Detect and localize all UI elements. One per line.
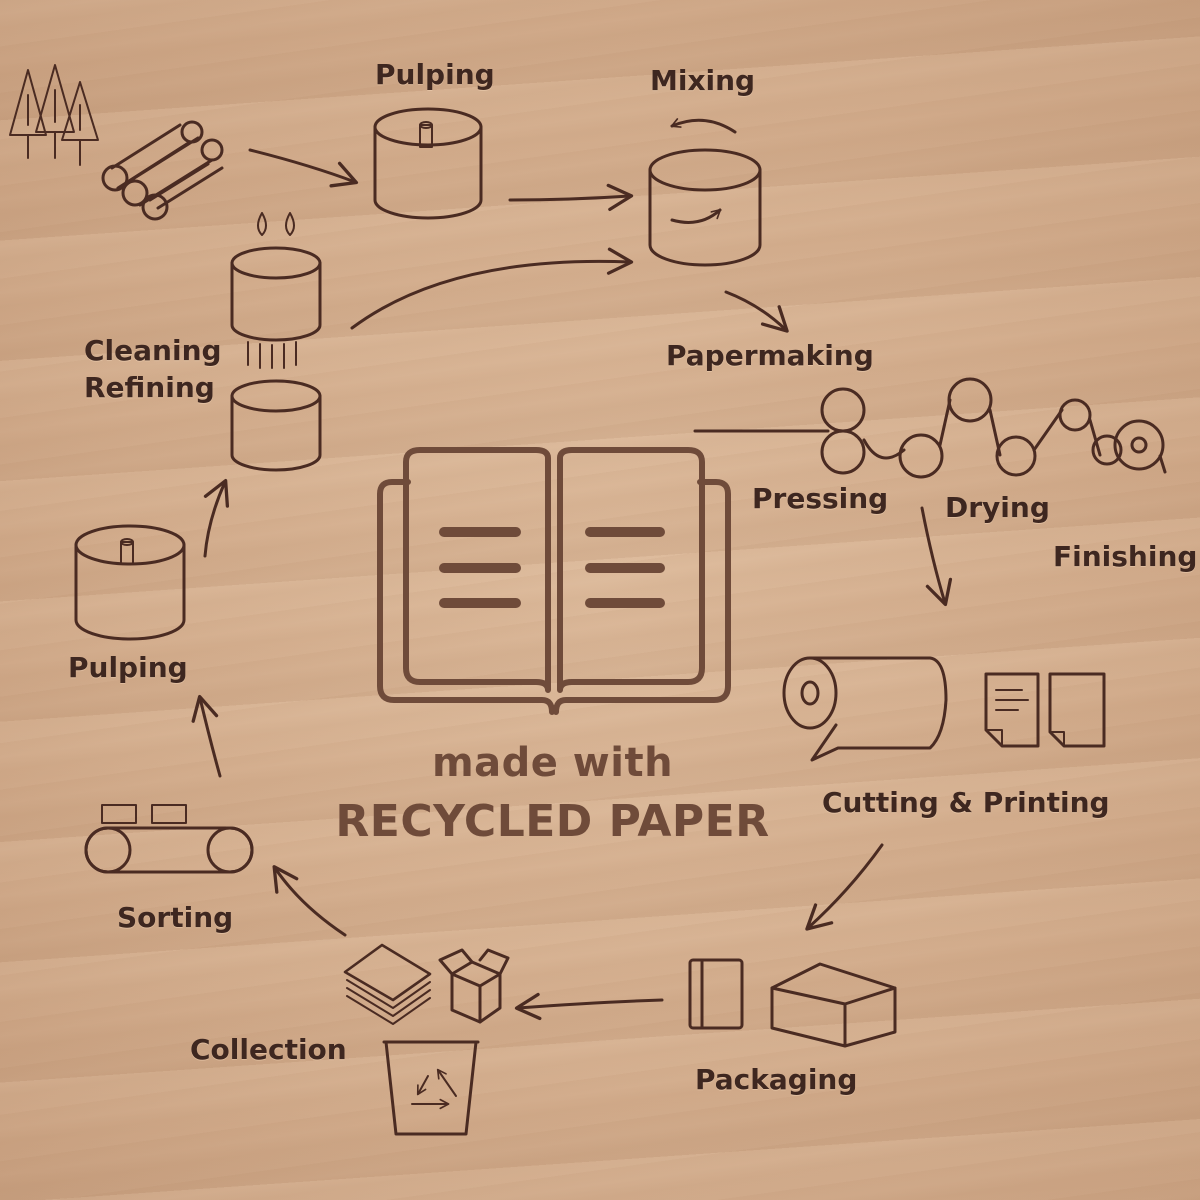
conveyor-belt-icon: [84, 804, 254, 874]
cleaning-vat-icon: [230, 212, 322, 369]
closed-box-icon: [770, 962, 897, 1048]
label-pulping-left: Pulping: [68, 651, 188, 684]
arrow-cleaning-to-mixing: [350, 247, 634, 330]
label-finishing: Finishing: [1053, 540, 1198, 573]
refining-vat-icon: [230, 379, 322, 472]
label-mixing: Mixing: [650, 64, 756, 97]
label-refining: Refining: [84, 371, 215, 404]
mixing-vat-icon: [648, 118, 762, 267]
pulp-vat-icon: [373, 107, 483, 220]
label-cleaning: Cleaning: [84, 334, 222, 367]
center-title-line1: made with: [431, 740, 674, 786]
pulp-vat-icon: [74, 524, 186, 641]
open-book-icon: [377, 447, 731, 715]
arrow-pulping-to-mixing: [508, 183, 634, 212]
logs-icon: [101, 120, 224, 221]
arrow-collection-to-sorting: [272, 865, 347, 937]
arrow-logs-to-pulping: [248, 148, 359, 188]
center-title-line2: RECYCLED PAPER: [335, 796, 770, 847]
arrow-mixing-to-papermaking: [724, 290, 789, 333]
flow-arrows: [191, 148, 953, 1021]
arrow-pulping-to-refining: [203, 478, 230, 558]
label-cutting-printing: Cutting & Printing: [822, 786, 1110, 819]
label-pressing: Pressing: [752, 482, 889, 515]
trees-icon: [9, 64, 99, 166]
arrow-sorting-to-pulping: [191, 694, 222, 778]
arrow-drying-to-cutting: [920, 506, 953, 607]
paper-roll-icon: [782, 656, 948, 762]
paper-stack-icon: [343, 943, 432, 1025]
paper-machine-rollers-icon: [693, 377, 1167, 479]
printed-sheets-icon: [984, 672, 1106, 748]
arrow-packaging-to-collection: [514, 992, 664, 1021]
recycling-bin-icon: [382, 1040, 480, 1136]
label-packaging: Packaging: [695, 1063, 858, 1096]
open-box-icon: [438, 948, 510, 1024]
label-pulping-top: Pulping: [375, 58, 495, 91]
label-drying: Drying: [945, 491, 1050, 524]
label-sorting: Sorting: [117, 901, 234, 934]
label-papermaking: Papermaking: [666, 339, 874, 372]
label-collection: Collection: [190, 1033, 347, 1066]
notebook-icon: [688, 958, 744, 1030]
arrow-cutting-to-packaging: [805, 843, 884, 931]
